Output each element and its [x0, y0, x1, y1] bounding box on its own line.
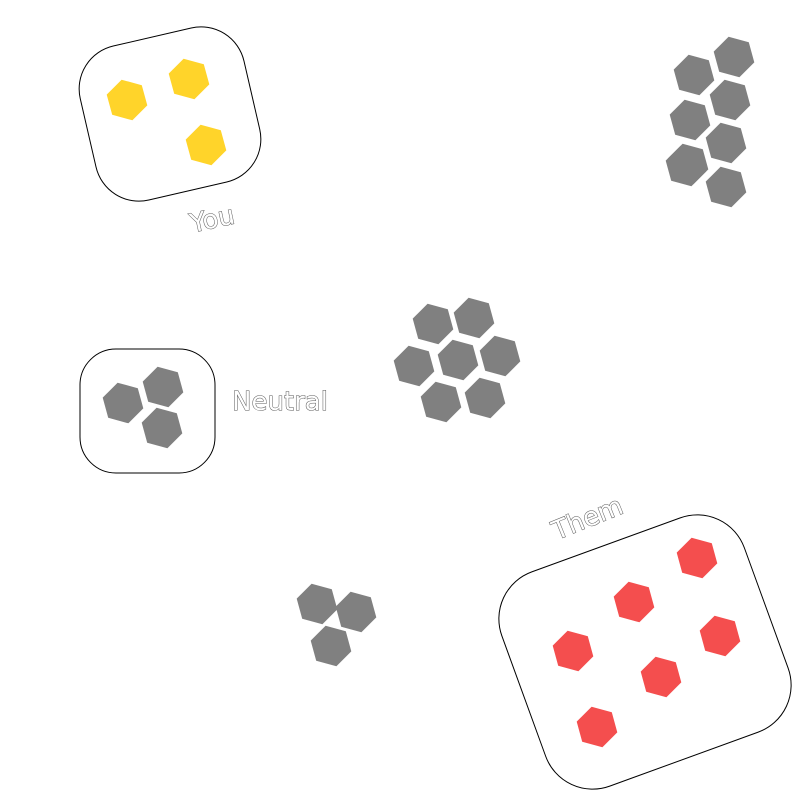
column-tile-8[interactable]: [665, 145, 707, 187]
unclaimed-group-flower[interactable]: [393, 297, 521, 423]
zone-neutral[interactable]: [79, 348, 216, 474]
them-tiles: [552, 537, 741, 748]
neutral-tile-3[interactable]: [141, 407, 183, 449]
you-tile-3[interactable]: [185, 124, 227, 166]
flower-tile-3[interactable]: [437, 339, 479, 381]
column-tile-4[interactable]: [669, 99, 711, 141]
flower-tile-6[interactable]: [420, 381, 462, 423]
flower-tile-4[interactable]: [479, 335, 521, 377]
column-tile-1[interactable]: [713, 36, 755, 78]
you-tile-1[interactable]: [106, 79, 148, 121]
column-tile-7[interactable]: [705, 166, 747, 208]
them-tile-5[interactable]: [640, 656, 682, 698]
them-tile-4[interactable]: [552, 630, 594, 672]
zone-them[interactable]: [485, 501, 800, 800]
neutral-tiles: [102, 366, 184, 449]
flower-tile-5[interactable]: [393, 345, 435, 387]
unclaimed-group-trio[interactable]: [296, 583, 377, 667]
you-tile-2[interactable]: [168, 58, 210, 100]
trio-tile-2[interactable]: [335, 591, 377, 633]
you-tiles: [106, 58, 227, 166]
zone-them-label: Them: [547, 491, 627, 547]
zone-them-frame: [498, 514, 792, 790]
unclaimed-group-column[interactable]: [665, 36, 755, 208]
column-tile-5[interactable]: [705, 122, 747, 164]
them-tile-1[interactable]: [676, 537, 718, 579]
zone-you-frame: [78, 26, 262, 202]
neutral-tile-1[interactable]: [102, 382, 144, 424]
them-tile-3[interactable]: [699, 615, 741, 657]
flower-tile-7[interactable]: [464, 377, 506, 419]
trio-tile-1[interactable]: [296, 583, 338, 625]
flower-tile-1[interactable]: [453, 297, 495, 339]
column-tile-3[interactable]: [709, 79, 751, 121]
neutral-tile-2[interactable]: [142, 366, 184, 408]
zone-neutral-label: Neutral: [232, 387, 328, 417]
flower-tile-2[interactable]: [412, 303, 454, 345]
zone-neutral-frame: [79, 348, 216, 474]
zone-you-label: You: [186, 201, 237, 240]
column-tile-2[interactable]: [673, 54, 715, 96]
them-tile-6[interactable]: [576, 706, 618, 748]
them-tile-2[interactable]: [613, 581, 655, 623]
zone-you[interactable]: [70, 18, 269, 210]
trio-tile-3[interactable]: [310, 625, 352, 667]
